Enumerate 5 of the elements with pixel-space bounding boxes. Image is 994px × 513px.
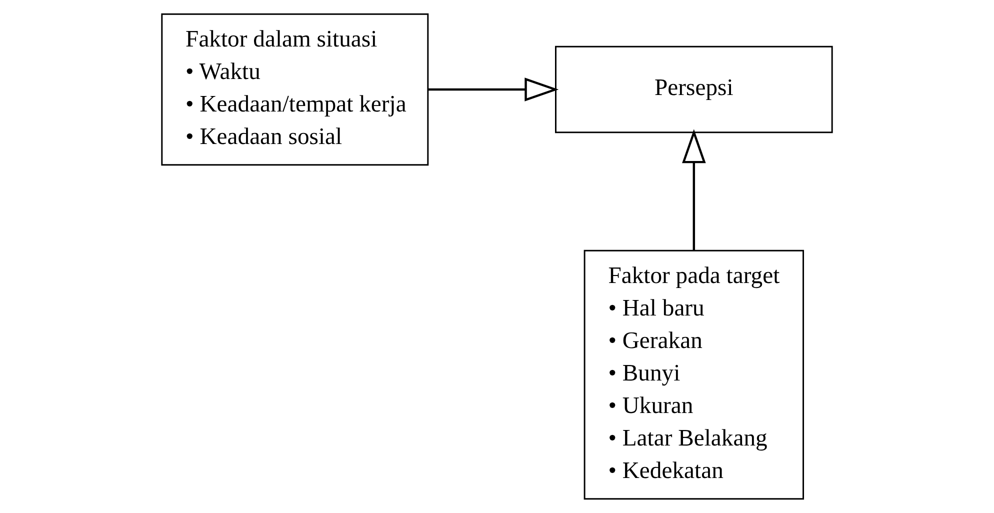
arrow — [428, 78, 559, 102]
node-box: Faktor pada target • Hal baru • Gerakan • Bunyi • Ukuran • Latar Belakang • Kedekatan — [584, 250, 804, 500]
node-box: Persepsi — [555, 46, 833, 134]
arrow — [682, 129, 706, 250]
node-box: Faktor dalam situasi • Waktu • Keadaan/tempat kerja • Keadaan sosial — [161, 13, 429, 166]
